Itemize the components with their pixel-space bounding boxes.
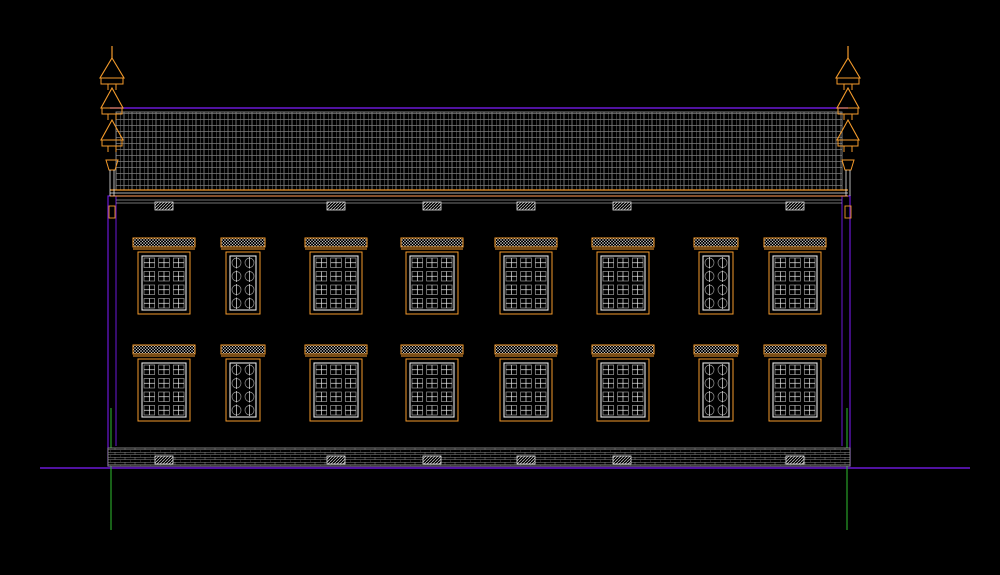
window-frame [499, 251, 553, 315]
vent [422, 455, 442, 465]
vent [154, 455, 174, 465]
top-vent-row [154, 201, 805, 211]
window-frame [499, 358, 553, 422]
window-frame [405, 251, 459, 315]
window-lintel [693, 344, 739, 355]
window-lintel [494, 344, 558, 355]
window-lintel [693, 237, 739, 248]
finial [99, 46, 125, 219]
window [132, 237, 196, 315]
window [763, 237, 827, 315]
window-lintel [220, 237, 266, 248]
window [591, 344, 655, 422]
bottom-vent-row [154, 455, 805, 465]
window [494, 237, 558, 315]
vent [326, 455, 346, 465]
vent [612, 455, 632, 465]
window-lintel [763, 344, 827, 355]
vent [154, 201, 174, 211]
window-frame [225, 358, 261, 422]
vent [516, 455, 536, 465]
window [693, 237, 739, 315]
vent [516, 201, 536, 211]
window [220, 237, 266, 315]
window [400, 237, 464, 315]
vent [612, 201, 632, 211]
upper-window-row [132, 237, 827, 315]
window [494, 344, 558, 422]
window-frame [137, 251, 191, 315]
eave-bands [110, 189, 848, 204]
window-lintel [220, 344, 266, 355]
vent [422, 201, 442, 211]
window [304, 344, 368, 422]
window-lintel [400, 344, 464, 355]
window-frame [137, 358, 191, 422]
window-frame [698, 251, 734, 315]
window [693, 344, 739, 422]
window-frame [768, 358, 822, 422]
window [220, 344, 266, 422]
window-lintel [591, 237, 655, 248]
window [591, 237, 655, 315]
window [304, 237, 368, 315]
window-frame [596, 358, 650, 422]
window-frame [698, 358, 734, 422]
window-lintel [400, 237, 464, 248]
window-frame [309, 251, 363, 315]
window-lintel [132, 344, 196, 355]
window-frame [596, 251, 650, 315]
window [400, 344, 464, 422]
vent [326, 201, 346, 211]
corner-finials [99, 46, 861, 219]
window [763, 344, 827, 422]
window-frame [225, 251, 261, 315]
window-lintel [304, 237, 368, 248]
roof-tiles [115, 111, 843, 191]
window-frame [405, 358, 459, 422]
wall-outline [107, 195, 851, 467]
vent [785, 201, 805, 211]
window-lintel [304, 344, 368, 355]
finial [835, 46, 861, 219]
window-lintel [494, 237, 558, 248]
window [132, 344, 196, 422]
window-frame [768, 251, 822, 315]
lower-window-row [132, 344, 827, 422]
window-lintel [132, 237, 196, 248]
plinth-brick-band [107, 447, 851, 467]
vent [785, 455, 805, 465]
window-frame [309, 358, 363, 422]
window-lintel [763, 237, 827, 248]
window-lintel [591, 344, 655, 355]
